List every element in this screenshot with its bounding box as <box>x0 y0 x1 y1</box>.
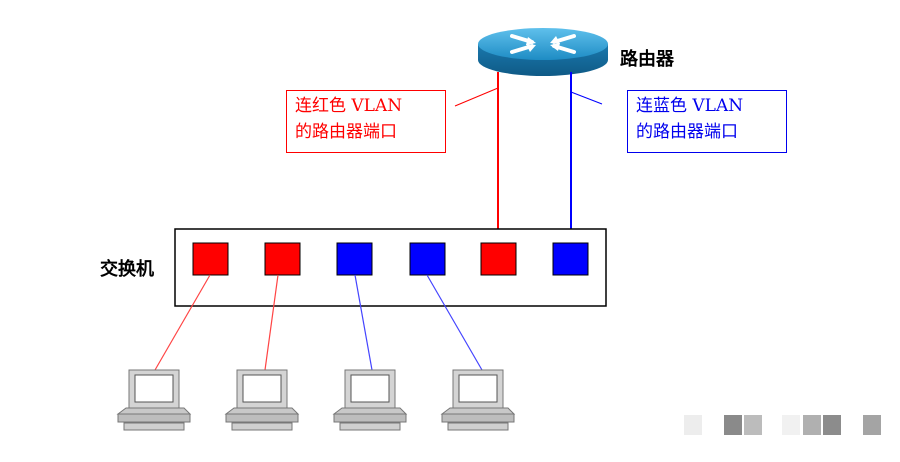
blue-callout-leader <box>570 91 603 105</box>
switch-port-4 <box>409 242 446 276</box>
computer-2-link <box>264 274 279 371</box>
computer-4-icon <box>440 369 516 431</box>
red-callout-line2: 的路由器端口 <box>295 122 397 142</box>
computer-3-icon <box>332 369 408 431</box>
computer-2-icon <box>224 369 300 431</box>
computer-1-icon <box>116 369 192 431</box>
computer-3-link <box>354 274 373 371</box>
switch-port-1 <box>192 242 229 276</box>
switch-body <box>174 228 607 307</box>
blue-callout-line1: 连蓝色 VLAN <box>636 96 744 116</box>
switch-port-3 <box>336 242 373 276</box>
computer-4-link <box>426 274 483 371</box>
blue-vlan-callout: 连蓝色 VLAN 的路由器端口 <box>627 90 787 153</box>
blue-callout-line2: 的路由器端口 <box>636 122 738 142</box>
switch-port-5 <box>480 242 517 276</box>
red-callout-line1: 连红色 VLAN <box>295 96 403 116</box>
switch-port-6 <box>552 242 589 276</box>
switch-port-2 <box>264 242 301 276</box>
router-label: 路由器 <box>620 49 674 70</box>
red-callout-leader <box>454 87 499 107</box>
switch-label: 交换机 <box>100 259 154 280</box>
router-icon <box>478 28 608 76</box>
computer-1-link <box>154 274 211 371</box>
red-vlan-callout: 连红色 VLAN 的路由器端口 <box>286 90 446 153</box>
